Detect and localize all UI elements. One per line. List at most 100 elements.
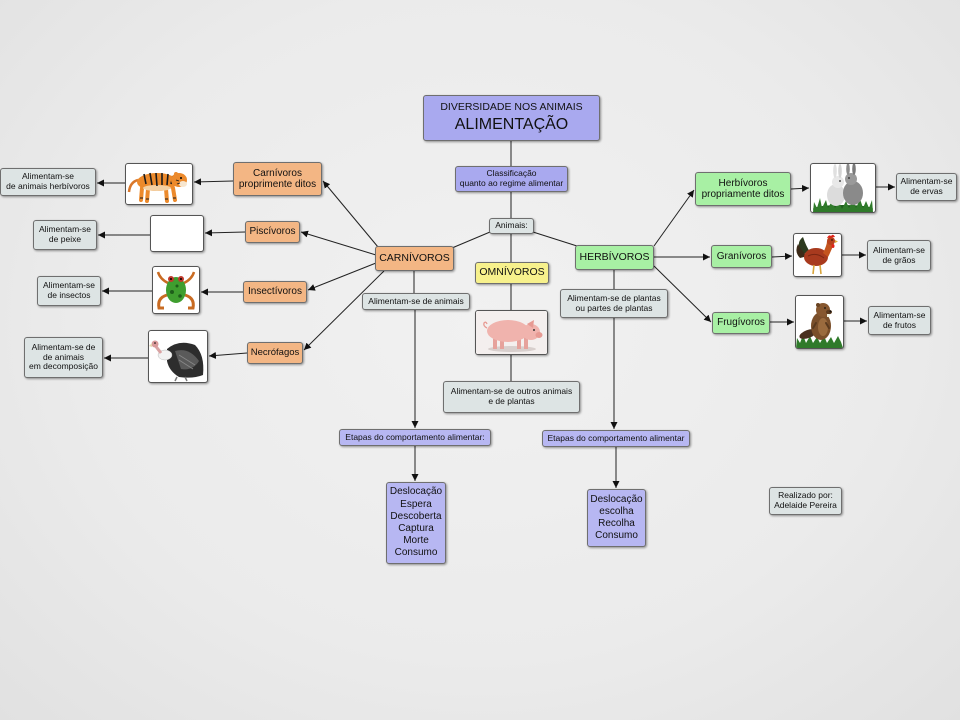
stage-item: Morte bbox=[403, 535, 429, 547]
diet-line: Alimentam-se bbox=[873, 244, 925, 255]
diet-line: de frutos bbox=[882, 319, 917, 330]
tiger-drawing bbox=[127, 172, 187, 203]
diet-line: de animais herbívoros bbox=[6, 181, 90, 191]
omnivores-description-line: e de plantas bbox=[488, 396, 535, 406]
omnivores-label: OMNÍVOROS bbox=[479, 266, 545, 279]
beaver-drawing bbox=[796, 303, 843, 348]
credit-line-1: Realizado por: bbox=[778, 490, 833, 501]
diet-insects: Alimentam-se de insectos bbox=[37, 276, 101, 306]
subtype-label-line: Granívoros bbox=[716, 250, 767, 262]
herbivores-stages-list: Deslocação escolha Recolha Consumo bbox=[587, 489, 646, 547]
diet-line: de animais bbox=[42, 351, 85, 362]
tiger-image bbox=[125, 163, 193, 205]
arrow-connector bbox=[204, 229, 246, 237]
classification-line-1: Classificação bbox=[486, 168, 537, 179]
map-title: DIVERSIDADE NOS ANIMAIS ALIMENTAÇÃO bbox=[423, 95, 600, 141]
stage-item: Deslocação bbox=[590, 493, 643, 505]
stage-item: Espera bbox=[400, 498, 432, 510]
herbivores-description: Alimentam-se de plantas ou partes de pla… bbox=[560, 289, 668, 318]
stage-item: Captura bbox=[398, 523, 434, 534]
carnivores-description-line: Alimentam-se de animais bbox=[368, 295, 464, 306]
connector-line bbox=[451, 231, 491, 249]
carnivores-description: Alimentam-se de animais bbox=[362, 293, 470, 310]
stage-item: Consumo bbox=[595, 530, 638, 542]
rooster-image bbox=[793, 233, 842, 277]
stage-item: Recolha bbox=[598, 518, 635, 529]
empty-image-frame bbox=[150, 215, 204, 252]
rabbit-drawing bbox=[813, 164, 873, 212]
carnivores-proper-node: Carnívoros proprimente ditos bbox=[233, 162, 322, 196]
diet-line: Alimentam-se bbox=[39, 224, 91, 235]
stage-item: Descoberta bbox=[390, 510, 442, 522]
diet-line: Alimentam-se bbox=[22, 171, 74, 182]
subtype-label-line: Insectívoros bbox=[248, 286, 302, 298]
rooster-drawing bbox=[796, 234, 838, 275]
subtype-label-line: Frugívoros bbox=[717, 317, 765, 329]
vulture-drawing bbox=[149, 340, 204, 382]
herbivores-description-line: Alimentam-se de plantas bbox=[567, 292, 661, 303]
vulture-image bbox=[148, 330, 208, 383]
subtype-label-line: proprimente ditos bbox=[238, 179, 317, 190]
piscivores-node: Piscívoros bbox=[245, 221, 300, 243]
arrow-connector bbox=[208, 351, 248, 359]
diet-fish: Alimentam-se de peixe bbox=[33, 220, 97, 250]
carnivores-label: CARNÍVOROS bbox=[379, 251, 450, 264]
beaver-image bbox=[795, 295, 844, 349]
diet-line: Alimentam-se bbox=[873, 309, 926, 320]
subtype-label-line: Piscívoros bbox=[249, 226, 296, 238]
credit-line-2: Adelaide Pereira bbox=[774, 500, 837, 510]
classification-line-2: quanto ao regime alimentar bbox=[459, 178, 564, 188]
arrow-connector bbox=[193, 178, 234, 186]
title-line-1: DIVERSIDADE NOS ANIMAIS bbox=[440, 101, 583, 114]
diet-herbivorous-animals: Alimentam-se de animais herbívoros bbox=[0, 168, 96, 196]
omnivores-description: Alimentam-se de outros animais e de plan… bbox=[443, 381, 580, 413]
diet-grains: Alimentam-se de grãos bbox=[867, 240, 931, 271]
frog-image bbox=[152, 266, 200, 314]
diet-line: Alimentam-se de bbox=[31, 342, 96, 353]
omnivores-node: OMNÍVOROS bbox=[475, 262, 549, 284]
herbivores-stages-heading-text: Etapas do comportamento alimentar bbox=[547, 432, 685, 443]
diet-line: Alimentam-se bbox=[43, 280, 95, 291]
diet-line: de insectos bbox=[47, 290, 91, 300]
subtype-label-line: Necrófagos bbox=[250, 346, 300, 358]
herbivores-proper-node: Herbívoros propriamente ditos bbox=[695, 172, 791, 206]
arrow-connector bbox=[771, 252, 793, 260]
arrow-connector bbox=[322, 180, 379, 248]
rabbit-image bbox=[810, 163, 876, 213]
arrow-connector bbox=[790, 184, 810, 192]
classification-node: Classificação quanto ao regime alimentar bbox=[455, 166, 568, 192]
diet-line: de grãos bbox=[882, 254, 916, 265]
diet-line: de ervas bbox=[910, 186, 943, 196]
diet-grasses: Alimentam-se de ervas bbox=[896, 173, 957, 201]
herbivores-stages-heading: Etapas do comportamento alimentar bbox=[542, 430, 690, 447]
subtype-label-line: Herbívoros bbox=[718, 177, 768, 189]
arrow-connector bbox=[303, 270, 385, 351]
diet-decomposing-animals: Alimentam-se de de animais em decomposiç… bbox=[24, 337, 103, 378]
herbivores-node: HERBÍVOROS bbox=[575, 245, 654, 270]
carnivores-stages-heading: Etapas do comportamento alimentar: bbox=[339, 429, 491, 446]
carnivores-stages-list: Deslocação Espera Descoberta Captura Mor… bbox=[386, 482, 446, 564]
frugivores-node: Frugívoros bbox=[712, 312, 770, 334]
carnivores-node: CARNÍVOROS bbox=[375, 246, 454, 271]
diet-line: de peixe bbox=[48, 234, 82, 244]
arrow-connector bbox=[653, 265, 712, 323]
subtype-label-line: Carnívoros bbox=[253, 167, 302, 179]
diet-line: Alimentam-se bbox=[900, 176, 953, 187]
scavengers-node: Necrófagos bbox=[247, 342, 303, 364]
stage-item: escolha bbox=[599, 505, 634, 517]
carnivores-stages-heading-text: Etapas do comportamento alimentar: bbox=[345, 431, 485, 442]
herbivores-label: HERBÍVOROS bbox=[579, 250, 650, 263]
diet-fruits: Alimentam-se de frutos bbox=[868, 306, 931, 335]
pig-image bbox=[475, 310, 548, 355]
frog-drawing bbox=[156, 271, 196, 310]
insectivores-node: Insectívoros bbox=[243, 281, 307, 303]
diet-line: em decomposição bbox=[29, 361, 98, 372]
arrow-connector bbox=[307, 262, 377, 291]
pig-drawing bbox=[476, 311, 547, 354]
subtype-label-line: propriamente ditos bbox=[701, 189, 785, 200]
omnivores-description-line: Alimentam-se de outros animais bbox=[450, 386, 573, 397]
arrow-connector bbox=[653, 189, 695, 247]
author-credit: Realizado por: Adelaide Pereira bbox=[769, 487, 842, 515]
